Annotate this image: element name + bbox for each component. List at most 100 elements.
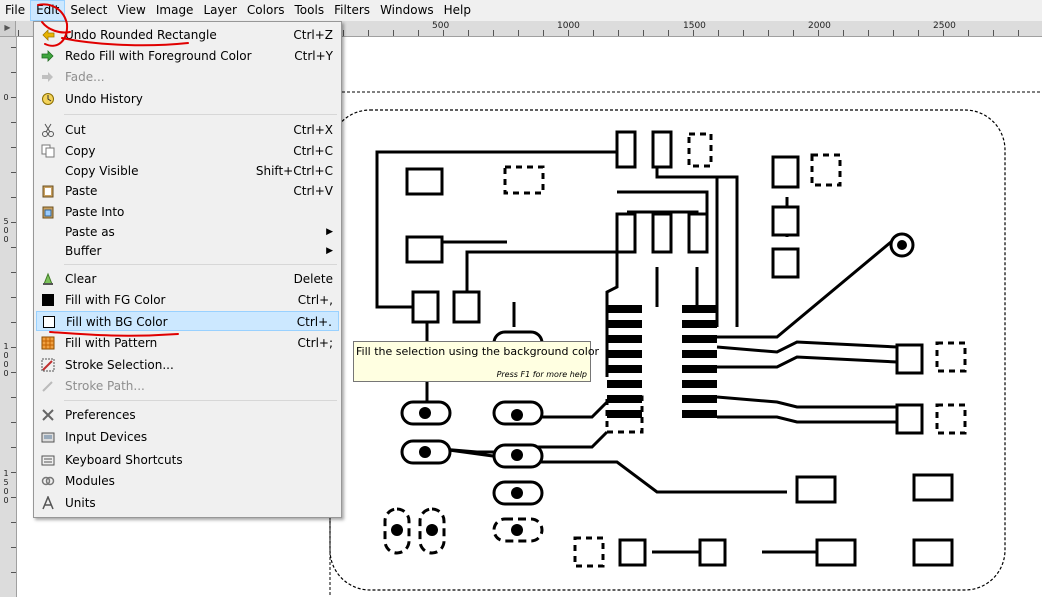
- menu-item-accel: Ctrl+X: [293, 123, 333, 137]
- menu-image[interactable]: Image: [155, 3, 194, 17]
- pcb-layout-drawing: [329, 91, 1042, 597]
- menu-item-label: Undo Rounded Rectangle: [65, 28, 217, 42]
- ruler-tick: [11, 272, 16, 273]
- ruler-tick: [11, 547, 16, 548]
- ruler-tick: [468, 30, 469, 36]
- ruler-tick: [543, 30, 544, 36]
- menu-item-undo[interactable]: Undo Rounded Rectangle Ctrl+Z: [36, 25, 339, 45]
- ruler-corner-button[interactable]: ▶: [0, 21, 16, 36]
- menu-item-accel: Ctrl+V: [293, 184, 333, 198]
- menu-edit[interactable]: Edit: [30, 0, 66, 21]
- ruler-tick: [793, 30, 794, 36]
- menu-view[interactable]: View: [117, 3, 146, 17]
- stroke-selection-icon: [41, 358, 55, 372]
- tooltip-text: Fill the selection using the background …: [356, 345, 600, 358]
- menu-item-copy[interactable]: Copy Ctrl+C: [36, 141, 339, 161]
- menu-item-label: Input Devices: [65, 430, 148, 444]
- menu-item-label: Clear: [65, 272, 97, 286]
- ruler-tick: [818, 30, 819, 36]
- menu-windows[interactable]: Windows: [380, 3, 434, 17]
- ruler-tick: [993, 30, 994, 36]
- menu-item-units[interactable]: Units: [36, 493, 339, 513]
- menu-item-modules[interactable]: Modules: [36, 471, 339, 491]
- ruler-tick: [743, 30, 744, 36]
- menu-item-undo-history[interactable]: Undo History: [36, 89, 339, 109]
- menu-item-label: Preferences: [65, 408, 136, 422]
- menu-colors[interactable]: Colors: [246, 3, 285, 17]
- ruler-label: 1000: [557, 21, 580, 31]
- fg-color-swatch-icon: [41, 293, 55, 307]
- menu-item-label: Paste Into: [65, 205, 125, 219]
- menu-item-label: Modules: [65, 474, 115, 488]
- menu-item-fill-fg[interactable]: Fill with FG Color Ctrl+,: [36, 290, 339, 310]
- menu-item-fill-bg[interactable]: Fill with BG Color Ctrl+.: [36, 311, 339, 331]
- tooltip: Fill the selection using the background …: [353, 341, 599, 382]
- menu-item-label: Buffer: [65, 244, 102, 258]
- menu-item-label: Undo History: [65, 92, 143, 106]
- bg-color-swatch-icon: [42, 315, 56, 329]
- menu-filters[interactable]: Filters: [334, 3, 371, 17]
- menu-file[interactable]: File: [5, 3, 26, 17]
- menu-item-stroke-selection[interactable]: Stroke Selection...: [36, 355, 339, 375]
- paste-into-icon: [41, 205, 55, 219]
- undo-history-icon: [41, 92, 55, 106]
- ruler-tick: [693, 30, 694, 36]
- menu-item-label: Redo Fill with Foreground Color: [65, 49, 252, 63]
- menu-item-cut[interactable]: Cut Ctrl+X: [36, 120, 339, 140]
- menu-item-label: Fill with Pattern: [65, 336, 158, 350]
- menu-item-paste[interactable]: Paste Ctrl+V: [36, 181, 339, 201]
- fade-icon: [41, 70, 55, 84]
- edit-menu-dropdown: Undo Rounded Rectangle Ctrl+Z Redo Fill …: [33, 21, 342, 518]
- menu-item-label: Fade...: [65, 70, 105, 84]
- ruler-tick: [11, 97, 16, 98]
- menu-item-accel: Ctrl+Y: [294, 49, 333, 63]
- menu-select[interactable]: Select: [70, 3, 108, 17]
- tooltip-hint: Press F1 for more help: [496, 370, 587, 379]
- menu-separator: [64, 114, 337, 115]
- menu-item-fill-pattern[interactable]: Fill with Pattern Ctrl+;: [36, 333, 339, 353]
- menu-item-label: Cut: [65, 123, 86, 137]
- menu-item-accel: Ctrl+.: [296, 315, 332, 329]
- menu-item-accel: Ctrl+;: [297, 336, 333, 350]
- ruler-tick: [11, 247, 16, 248]
- keyboard-icon: [41, 453, 55, 467]
- menu-item-clear[interactable]: Clear Delete: [36, 269, 339, 289]
- menu-item-label: Paste: [65, 184, 98, 198]
- ruler-tick: [843, 30, 844, 36]
- menu-item-keyboard-shortcuts[interactable]: Keyboard Shortcuts: [36, 450, 339, 470]
- ruler-label: 500: [432, 21, 450, 31]
- ruler-tick: [11, 397, 16, 398]
- ruler-tick: [643, 30, 644, 36]
- menu-item-label: Stroke Path...: [65, 379, 145, 393]
- menu-item-paste-into[interactable]: Paste Into: [36, 202, 339, 222]
- ruler-label: 2500: [933, 21, 956, 31]
- menu-item-redo[interactable]: Redo Fill with Foreground Color Ctrl+Y: [36, 46, 339, 66]
- input-devices-icon: [41, 430, 55, 444]
- redo-icon: [41, 49, 55, 63]
- ruler-tick: [918, 30, 919, 36]
- ruler-tick: [1018, 30, 1019, 36]
- pattern-icon: [41, 336, 55, 350]
- menu-item-accel: Ctrl+Z: [293, 28, 333, 42]
- ruler-tick: [618, 30, 619, 36]
- ruler-tick: [943, 30, 944, 36]
- menu-item-preferences[interactable]: Preferences: [36, 405, 339, 425]
- ruler-tick: [11, 572, 16, 573]
- menu-item-copy-visible[interactable]: Copy Visible Shift+Ctrl+C: [36, 161, 339, 181]
- paste-icon: [41, 184, 55, 198]
- menu-help[interactable]: Help: [443, 3, 471, 17]
- menubar: File Edit Select View Image Layer Colors…: [0, 0, 1042, 22]
- ruler-tick: [11, 172, 16, 173]
- stroke-path-icon: [41, 379, 55, 393]
- menu-item-input-devices[interactable]: Input Devices: [36, 427, 339, 447]
- ruler-tick: [568, 30, 569, 36]
- menu-tools[interactable]: Tools: [294, 3, 325, 17]
- menu-item-buffer[interactable]: Buffer ▶: [36, 241, 339, 261]
- menu-layer[interactable]: Layer: [203, 3, 237, 17]
- ruler-tick: [493, 30, 494, 36]
- menu-item-paste-as[interactable]: Paste as ▶: [36, 222, 339, 242]
